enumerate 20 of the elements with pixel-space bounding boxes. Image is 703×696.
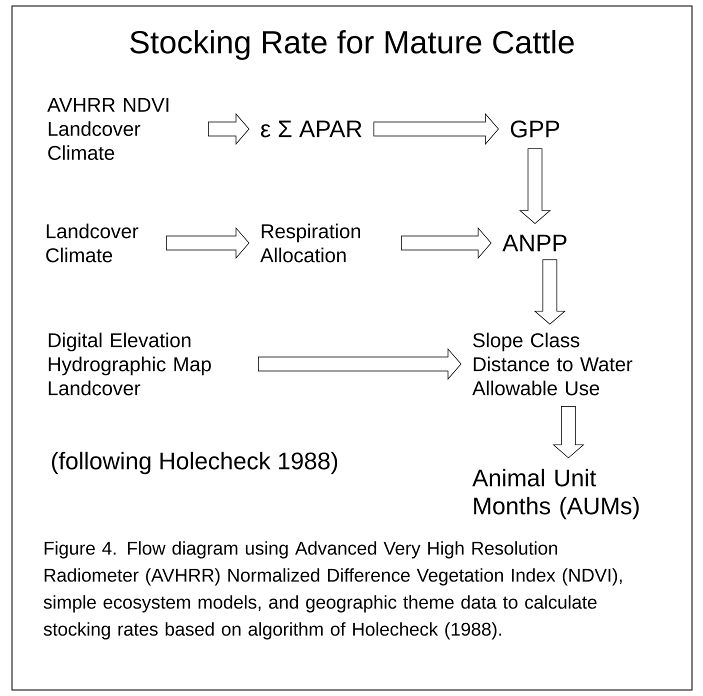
note: (following Holecheck 1988) <box>52 452 338 474</box>
block-arrow <box>534 259 566 325</box>
flow-step-text: Animal Unit Months (AUMs) <box>472 468 639 520</box>
flow-step-text: Respiration Allocation <box>260 224 360 262</box>
flow-step-text: GPP <box>510 120 560 138</box>
flow-step-text: Landcover Climate <box>46 224 138 262</box>
block-arrow <box>374 113 499 145</box>
block-arrow <box>519 148 551 224</box>
flow-step-text: AVHRR NDVI Landcover Climate <box>47 98 168 160</box>
block-arrow <box>401 227 492 259</box>
block-arrow <box>208 113 250 145</box>
block-arrow <box>552 406 584 458</box>
flow-step-text: Slope Class Distance to Water Allowable Use <box>472 332 632 396</box>
title: Stocking Rate for Mature Cattle <box>130 30 574 60</box>
caption: Figure 4. Flow diagram using Advanced Very High Resolution Radiometer (AVHRR) Normalized Difference Vegetation Index (NDVI), simple ecosystem models, and geographic theme data to calculate stocking rates based on algorithm of Holecheck (1988). <box>44 541 622 640</box>
block-arrow <box>258 348 462 380</box>
flow-step-text: Digital Elevation Hydrographic Map Landcover <box>48 332 211 396</box>
flow-step-text: ANPP <box>502 234 566 252</box>
block-arrow <box>166 227 250 259</box>
flow-step-text: ε Σ APAR <box>261 120 362 138</box>
